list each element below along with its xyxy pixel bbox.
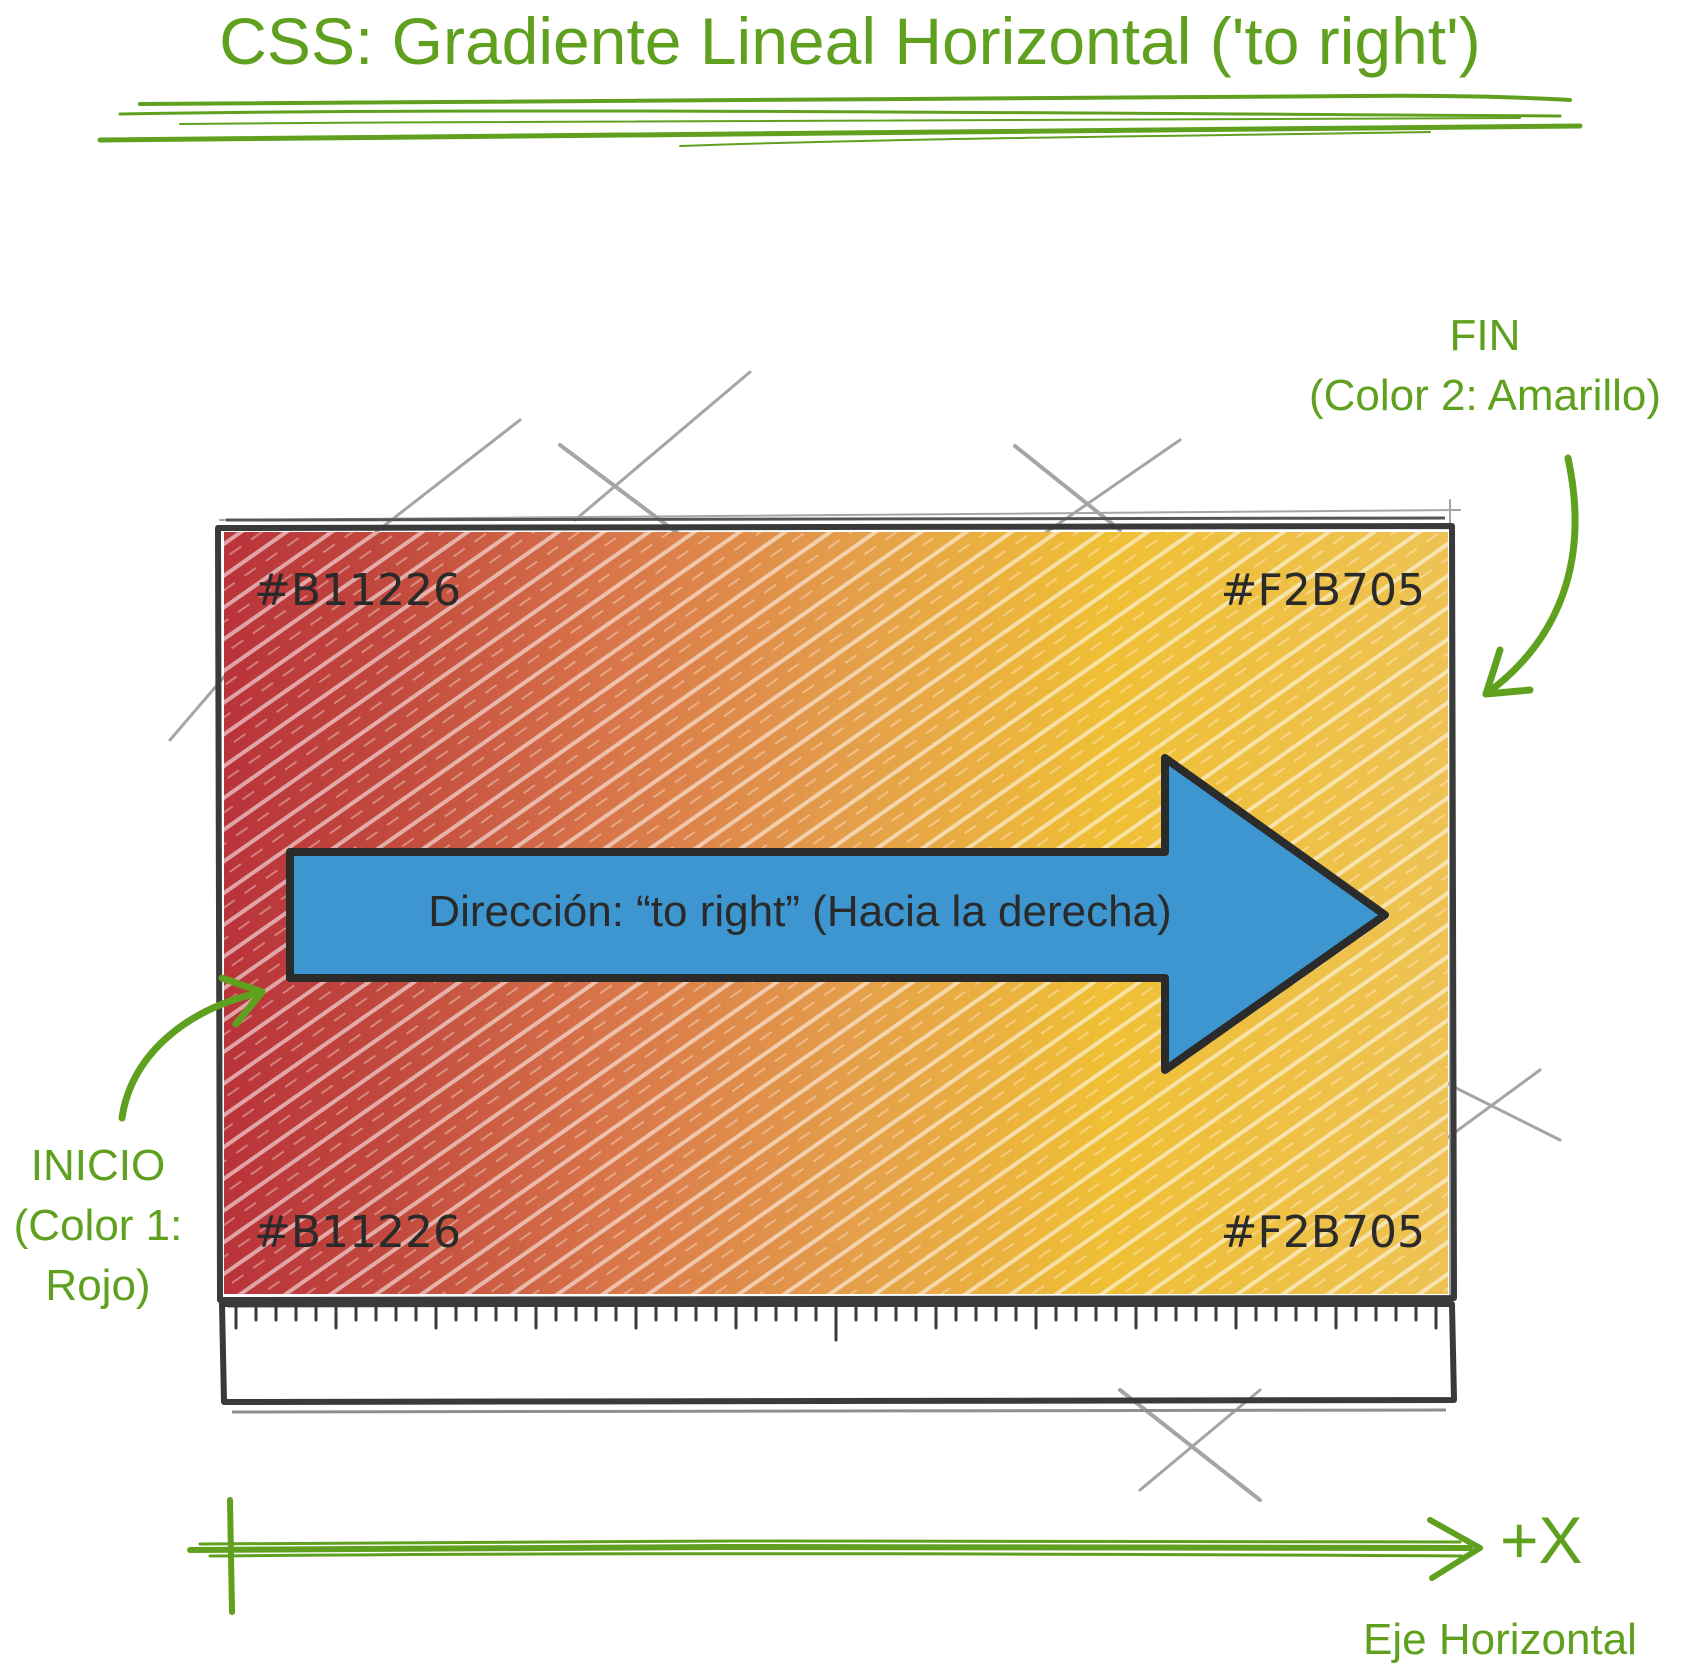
ruler (219, 1301, 1457, 1414)
start-label-line1: INICIO (30, 1141, 166, 1190)
inicio-pointer-arrow (118, 974, 266, 1122)
hex-top-right: #F2B705 (1220, 565, 1425, 616)
hex-bottom-left: #B11226 (254, 1207, 462, 1258)
page-title: CSS: Gradiente Lineal Horizontal ('to ri… (219, 4, 1481, 78)
direction-label: Dirección: “to right” (Hacia la derecha) (428, 887, 1172, 936)
end-label-line2: (Color 2: Amarillo) (1308, 371, 1662, 420)
start-color-label: INICIO (Color 1: Rojo) (0, 1136, 196, 1316)
x-axis-arrow (187, 1497, 1483, 1615)
fin-pointer-arrow (1482, 454, 1579, 698)
hex-top-left: #B11226 (254, 565, 462, 616)
hex-bottom-right: #F2B705 (1220, 1207, 1425, 1258)
axis-symbol: +X (1500, 1503, 1583, 1577)
ruler-ticks (234, 1304, 1438, 1342)
start-label-line2: (Color 1: (13, 1201, 183, 1250)
direction-arrow (286, 754, 1389, 1074)
end-label-line1: FIN (1449, 311, 1521, 360)
axis-name: Eje Horizontal (1363, 1615, 1637, 1664)
end-color-label: FIN (Color 2: Amarillo) (1270, 306, 1700, 426)
title-underline (97, 93, 1583, 147)
start-label-line3: Rojo) (45, 1261, 151, 1310)
